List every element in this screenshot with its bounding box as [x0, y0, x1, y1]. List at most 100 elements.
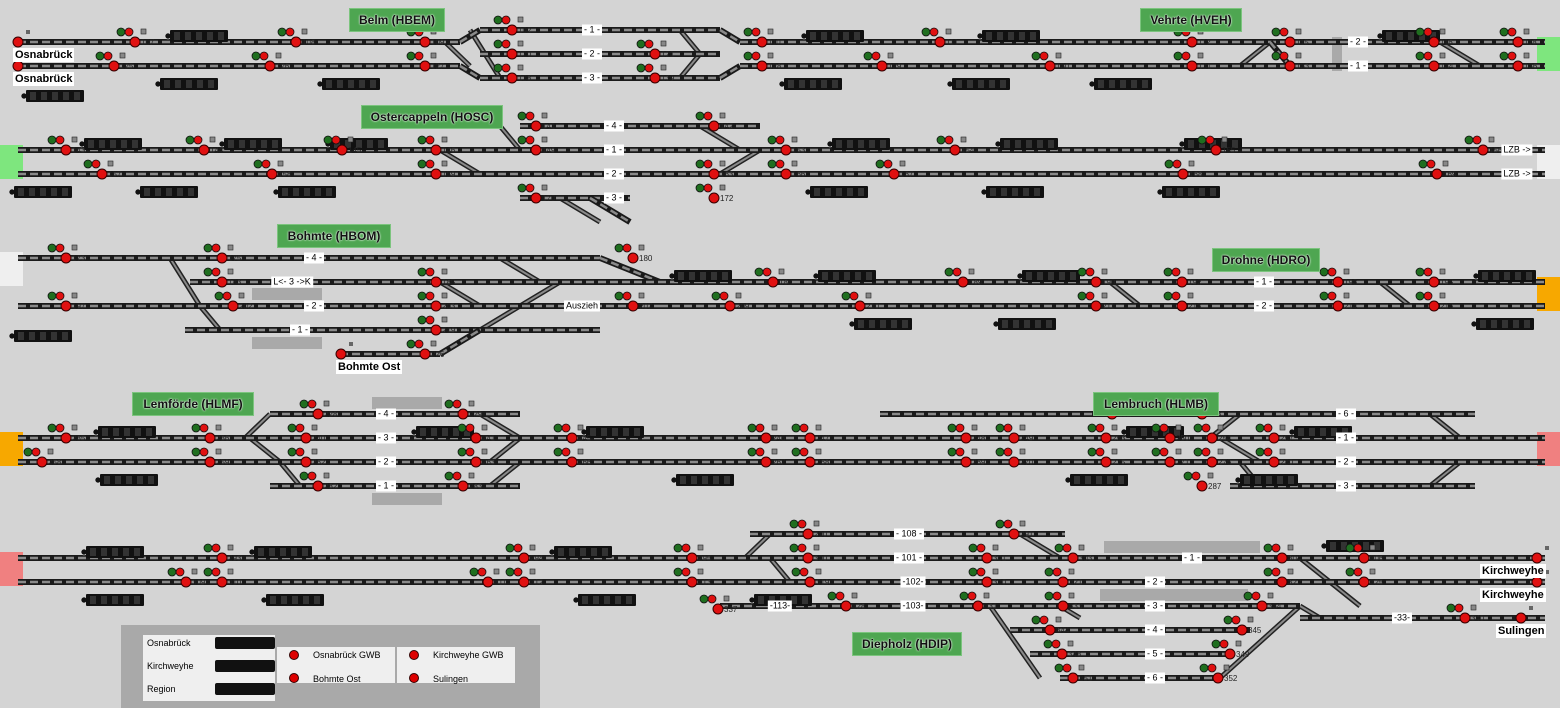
signal-red-icon[interactable]	[1531, 576, 1543, 588]
signal-button-icon[interactable]	[983, 592, 990, 599]
train-number-display[interactable]	[1088, 78, 1152, 90]
signal[interactable]: 266	[553, 447, 592, 468]
signal[interactable]: 352	[1199, 663, 1238, 684]
signal[interactable]: 189	[944, 267, 983, 288]
signal-button-icon[interactable]	[47, 448, 54, 455]
signal-red-icon[interactable]	[949, 144, 961, 156]
signal-red-icon[interactable]	[300, 432, 312, 444]
train-number-display[interactable]	[316, 78, 380, 90]
signal-red-icon[interactable]	[227, 300, 239, 312]
signal-button-icon[interactable]	[660, 64, 667, 71]
signal[interactable]: 118	[1499, 27, 1537, 48]
signal[interactable]: 275	[1087, 447, 1126, 468]
signal[interactable]: 136	[1499, 51, 1538, 72]
signal[interactable]: 254	[1193, 423, 1232, 444]
signal[interactable]: 188	[754, 267, 793, 288]
signal-button-icon[interactable]	[517, 64, 524, 71]
signal[interactable]: 240	[287, 423, 326, 444]
signal-red-icon[interactable]	[1090, 300, 1102, 312]
signal-button-icon[interactable]	[778, 268, 785, 275]
signal[interactable]: 334	[1243, 591, 1282, 612]
signal-button-icon[interactable]	[971, 424, 978, 431]
signal[interactable]: 129	[863, 51, 902, 72]
signal-button-icon[interactable]	[441, 268, 448, 275]
signal-red-icon[interactable]	[840, 600, 852, 612]
signal-button-icon[interactable]	[227, 268, 234, 275]
signal[interactable]: 111	[921, 27, 959, 48]
signal[interactable]: 172	[695, 183, 734, 204]
signal[interactable]: 309	[167, 567, 206, 588]
signal-red-icon[interactable]	[780, 144, 792, 156]
signal-red-icon[interactable]	[1512, 60, 1524, 72]
signal-button-icon[interactable]	[277, 160, 284, 167]
signal[interactable]: 282	[299, 471, 338, 492]
signal-button-icon[interactable]	[1343, 292, 1350, 299]
signal-red-icon[interactable]	[470, 432, 482, 444]
signal[interactable]: 190	[1077, 267, 1116, 288]
train-number-display[interactable]	[1016, 270, 1080, 282]
signal[interactable]: 163	[695, 159, 734, 180]
signal-button-icon[interactable]	[945, 28, 952, 35]
signal-red-icon[interactable]	[804, 432, 816, 444]
signal[interactable]: 173	[47, 243, 86, 264]
signal-red-icon[interactable]	[1268, 432, 1280, 444]
signal-red-icon[interactable]	[506, 72, 518, 84]
signal-red-icon[interactable]	[430, 276, 442, 288]
signal[interactable]: 236	[191, 423, 230, 444]
signal[interactable]: 116	[1415, 27, 1453, 48]
signal[interactable]: 175	[203, 243, 242, 264]
signal-red-icon[interactable]	[1044, 624, 1056, 636]
signal-red-icon[interactable]	[957, 276, 969, 288]
signal[interactable]: 149	[517, 135, 556, 156]
signal[interactable]: 207	[614, 291, 653, 312]
signal[interactable]: 219	[417, 315, 456, 336]
signal[interactable]	[1531, 546, 1549, 564]
train-number-display[interactable]	[260, 594, 324, 606]
signal-button-icon[interactable]	[481, 448, 488, 455]
signal-red-icon[interactable]	[1008, 528, 1020, 540]
signal-button-icon[interactable]	[430, 340, 437, 347]
signal-red-icon[interactable]	[1477, 144, 1489, 156]
signal-red-icon[interactable]	[266, 168, 278, 180]
signal[interactable]: 110	[743, 27, 781, 48]
signal[interactable]: 197	[47, 291, 86, 312]
signal-button-icon[interactable]	[430, 52, 437, 59]
signal-button-icon[interactable]	[71, 424, 78, 431]
signal-button-icon[interactable]	[1223, 664, 1230, 671]
signal-button-icon[interactable]	[1197, 52, 1204, 59]
signal-red-icon[interactable]	[1176, 300, 1188, 312]
signal-red-icon[interactable]	[1057, 576, 1069, 588]
signal-red-icon[interactable]	[972, 600, 984, 612]
train-number-display[interactable]	[1234, 474, 1298, 486]
signal-button-icon[interactable]	[1369, 568, 1376, 575]
signal[interactable]: 144	[185, 135, 224, 156]
signal-button-icon[interactable]	[215, 448, 222, 455]
signal[interactable]: 248	[947, 423, 986, 444]
signal-button-icon[interactable]	[1439, 292, 1446, 299]
train-number-display[interactable]	[1472, 270, 1536, 282]
signal-button-icon[interactable]	[992, 544, 999, 551]
signal-button-icon[interactable]	[227, 544, 234, 551]
signal-button-icon[interactable]	[851, 592, 858, 599]
signal-red-icon[interactable]	[482, 576, 494, 588]
signal-button-icon[interactable]	[119, 52, 126, 59]
signal-red-icon[interactable]	[430, 144, 442, 156]
train-number-display[interactable]	[572, 594, 636, 606]
signal-button-icon[interactable]	[209, 136, 216, 143]
signal[interactable]: 311	[469, 567, 507, 588]
signal-red-icon[interactable]	[470, 456, 482, 468]
signal-red-icon[interactable]	[708, 120, 720, 132]
signal-red-icon[interactable]	[649, 48, 661, 60]
legend-display-osnabrueck[interactable]	[215, 637, 275, 649]
signal-button-icon[interactable]	[191, 568, 198, 575]
signal[interactable]: 167	[875, 159, 914, 180]
signal[interactable]: 102	[493, 15, 532, 36]
signal-button-icon[interactable]	[1439, 52, 1446, 59]
legend-display-kirchweyhe[interactable]	[215, 660, 275, 672]
signal-button-icon[interactable]	[791, 136, 798, 143]
signal-button-icon[interactable]	[1188, 160, 1195, 167]
signal[interactable]: 262	[287, 447, 326, 468]
signal-red-icon[interactable]	[1236, 624, 1248, 636]
signal-button-icon[interactable]	[1295, 28, 1302, 35]
train-number-display[interactable]	[1064, 474, 1128, 486]
